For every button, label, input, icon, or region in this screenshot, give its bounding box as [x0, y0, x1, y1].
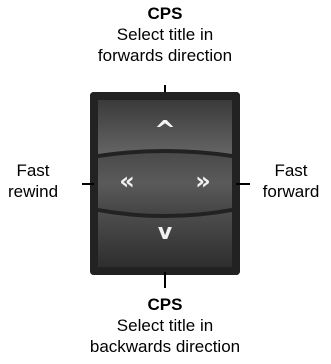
left-leader-line	[82, 183, 94, 185]
pad-down-zone	[98, 212, 232, 267]
right-callout-line2: forward	[262, 182, 320, 201]
top-callout-line1: Select title in	[116, 25, 214, 44]
left-callout-line2: rewind	[7, 182, 59, 201]
pad-up-zone	[98, 100, 232, 154]
right-callout: Fast forward	[251, 160, 331, 202]
bottom-callout-title: CPS	[147, 295, 183, 314]
down-arrow-icon[interactable]: v	[157, 220, 173, 245]
top-callout: CPS Select title in forwards direction	[60, 3, 270, 66]
bottom-leader-line	[164, 272, 166, 288]
right-leader-line	[236, 183, 250, 185]
bottom-callout-line2: backwards direction	[89, 337, 241, 356]
top-callout-title: CPS	[147, 4, 183, 23]
left-callout-line1: Fast	[16, 161, 50, 180]
up-arrow-icon[interactable]: ^	[154, 116, 176, 146]
left-callout: Fast rewind	[0, 160, 66, 202]
top-callout-line2: forwards direction	[97, 46, 233, 65]
right-callout-line1: Fast	[274, 161, 308, 180]
navigation-pad: ^ « » v	[90, 92, 240, 275]
pad-middle-zone	[98, 153, 232, 214]
bottom-callout-line1: Select title in	[116, 316, 214, 335]
rewind-arrow-icon[interactable]: «	[119, 167, 135, 195]
bottom-callout: CPS Select title in backwards direction	[60, 294, 270, 357]
forward-arrow-icon[interactable]: »	[195, 167, 211, 195]
navigation-pad-graphic	[90, 92, 240, 275]
